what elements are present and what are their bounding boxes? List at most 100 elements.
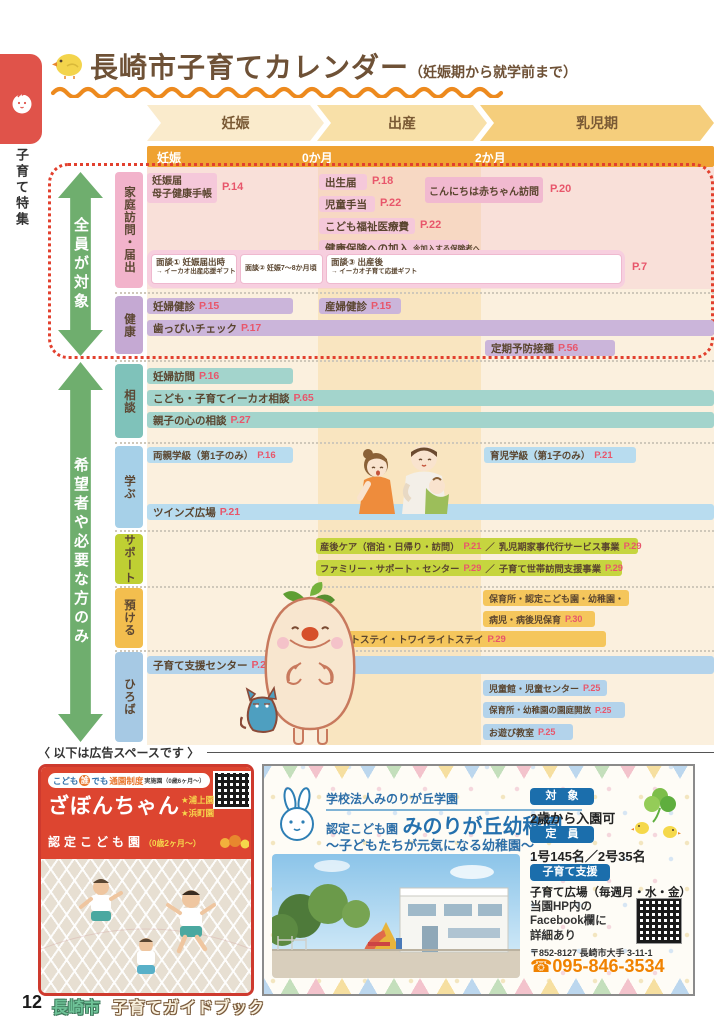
label: 認定こども園 [48,835,145,849]
pageref: P.16 [257,449,276,461]
cat-illustration [240,685,278,733]
label: 産後ケア（宿泊・日帰り・訪問） [320,542,460,552]
ad-minorigaoka-support-badge: 子育て支援 [530,864,610,881]
pageref: P.21 [463,541,482,551]
kindergarten-photo-illustration [272,854,520,978]
ad-zabonchan-type: 認定こども園（0歳2ヶ月～） [48,833,201,850]
label: 出生届 [325,176,357,189]
ad-minorigaoka-target-value: 2歳から入園可 [530,811,616,826]
pageref: P.27 [230,414,251,426]
stage-infant-label: 乳児期 [576,115,618,131]
label: 面談② 妊娠7～8か月頃 [245,265,317,272]
label: 定期予防接種 [491,342,554,355]
everyone-highlight-border [48,163,714,359]
ad-minorigaoka-capacity-badge: 定 員 [530,826,594,843]
label: 産婦健診 [325,300,367,313]
category-support: サポート [115,534,143,584]
kids-playing-illustration [41,879,251,974]
ad-zabonchan-name: ざぼんちゃん [48,795,180,818]
pageref: P.29 [463,563,482,573]
label: 保育所・幼稚園の園庭開放 [489,705,592,715]
interview-3: 面談③ 出産後 → イーカオ子育て応援ギフト [326,254,622,284]
family-illustration [357,445,449,514]
label: 病児・病後児保育 [489,614,562,625]
wave-divider [50,86,504,98]
name: みのりが丘幼稚園 [402,816,563,838]
ad-space-rule [207,752,714,753]
pageref: P.29 [605,563,623,573]
page-number: 12 [22,992,43,1012]
label2: 乳児期家事代行サービス事業 [498,542,620,552]
label: ショートステイ・トワイライトステイ [322,635,484,646]
pageref: P.30 [565,614,583,624]
note: ※加入する保険者へ [413,243,481,253]
pageref: P.15 [371,300,392,312]
sep: ／ [485,564,495,574]
label: こども [52,775,79,786]
pageref: P.65 [293,392,314,404]
label: 育児学級（第1子のみ） [490,451,591,462]
page-title-sub: （妊娠期から就学前まで） [409,64,578,80]
month-scale-bar: 妊娠 0か月 2か月 [147,146,714,167]
label: 親子の心の相談 [153,414,227,427]
branch: ★浜町園 [181,807,215,818]
ad-zabonchan-program: こども誰でも通園制度実施園（0歳6ヶ月～） [48,773,210,788]
pageref: P.15 [199,300,220,312]
item-nursery-kindergarten: 保育所・認定こども園・幼稚園・ [483,590,629,606]
bunny-icon [280,787,314,841]
category-consult: 相談 [115,364,143,438]
ad-minorigaoka-address: 〒852-8127 長崎市大手 3-11-1 [530,948,653,958]
item-parents-class: 両親学級（第1子のみ）P.16 [147,447,293,463]
item-childcare-class: 育児学級（第1子のみ）P.21 [484,447,636,463]
sep: ／ [485,542,495,552]
ad-minorigaoka-capacity-value: 1号145名／2号35名 [530,849,646,864]
label: 面談① 妊娠届出時 [156,257,226,267]
stage-pregnancy-label: 妊娠 [221,115,250,131]
label: こんにちは赤ちゃん訪問 [429,186,539,198]
branch: ★浦上園 [181,795,215,805]
label: 児童手当 [325,198,367,211]
ad-zabonchan: こども誰でも通園制度実施園（0歳6ヶ月～） ざぼんちゃん ★浦上園 ★浜町園 認… [38,764,254,996]
separator [115,650,714,652]
item-birth-registration: 出生届 [319,174,367,190]
audience-optional-label: 希望者や必要な方のみ [72,457,89,647]
audience-arrow-optional: 希望者や必要な方のみ [58,362,103,742]
mascot-illustration [240,582,356,745]
ad-space-header: 〈 以下は広告スペースです 〉 [38,744,714,761]
label: 実施園（0歳6ヶ月～） [144,779,206,785]
item-postpartum-checkup: 産婦健診 P.15 [319,298,401,314]
top-argyle-band [0,0,723,30]
label2: 子育て世帯訪問支援事業 [498,564,601,574]
month-2: 2か月 [475,151,506,165]
label: 保育所・認定こども園・幼稚園・ [489,593,625,604]
pageref: P.22 [420,219,442,231]
ad-minorigaoka-corp: 学校法人みのりが丘学園 [326,790,582,811]
category-visit: 家庭訪問・届出 [115,172,143,288]
baby-icon [12,93,32,114]
qr-code [213,771,251,809]
kind: 認定こども園 [326,822,399,836]
label: 子育て支援センター [153,659,248,672]
stage-birth-label: 出産 [388,115,416,131]
stage-birth: 出産 [317,105,487,141]
label: 面談③ 出産後 [331,257,384,267]
clover-chicks-illustration [631,788,681,838]
ad-minorigaoka-name: 認定こども園 みのりが丘幼稚園 [326,810,562,839]
pageref: P.25 [583,683,601,693]
item-pregnancy-notice-label: 妊娠届母子健康手帳 [152,176,212,200]
pageref: P.21 [594,449,613,461]
note: （0歳2ヶ月～） [144,839,201,848]
separator [115,442,714,444]
interview-1: 面談① 妊娠届出時 → イーカオ出産応援ギフト [151,254,237,284]
chick-icon [52,54,82,79]
